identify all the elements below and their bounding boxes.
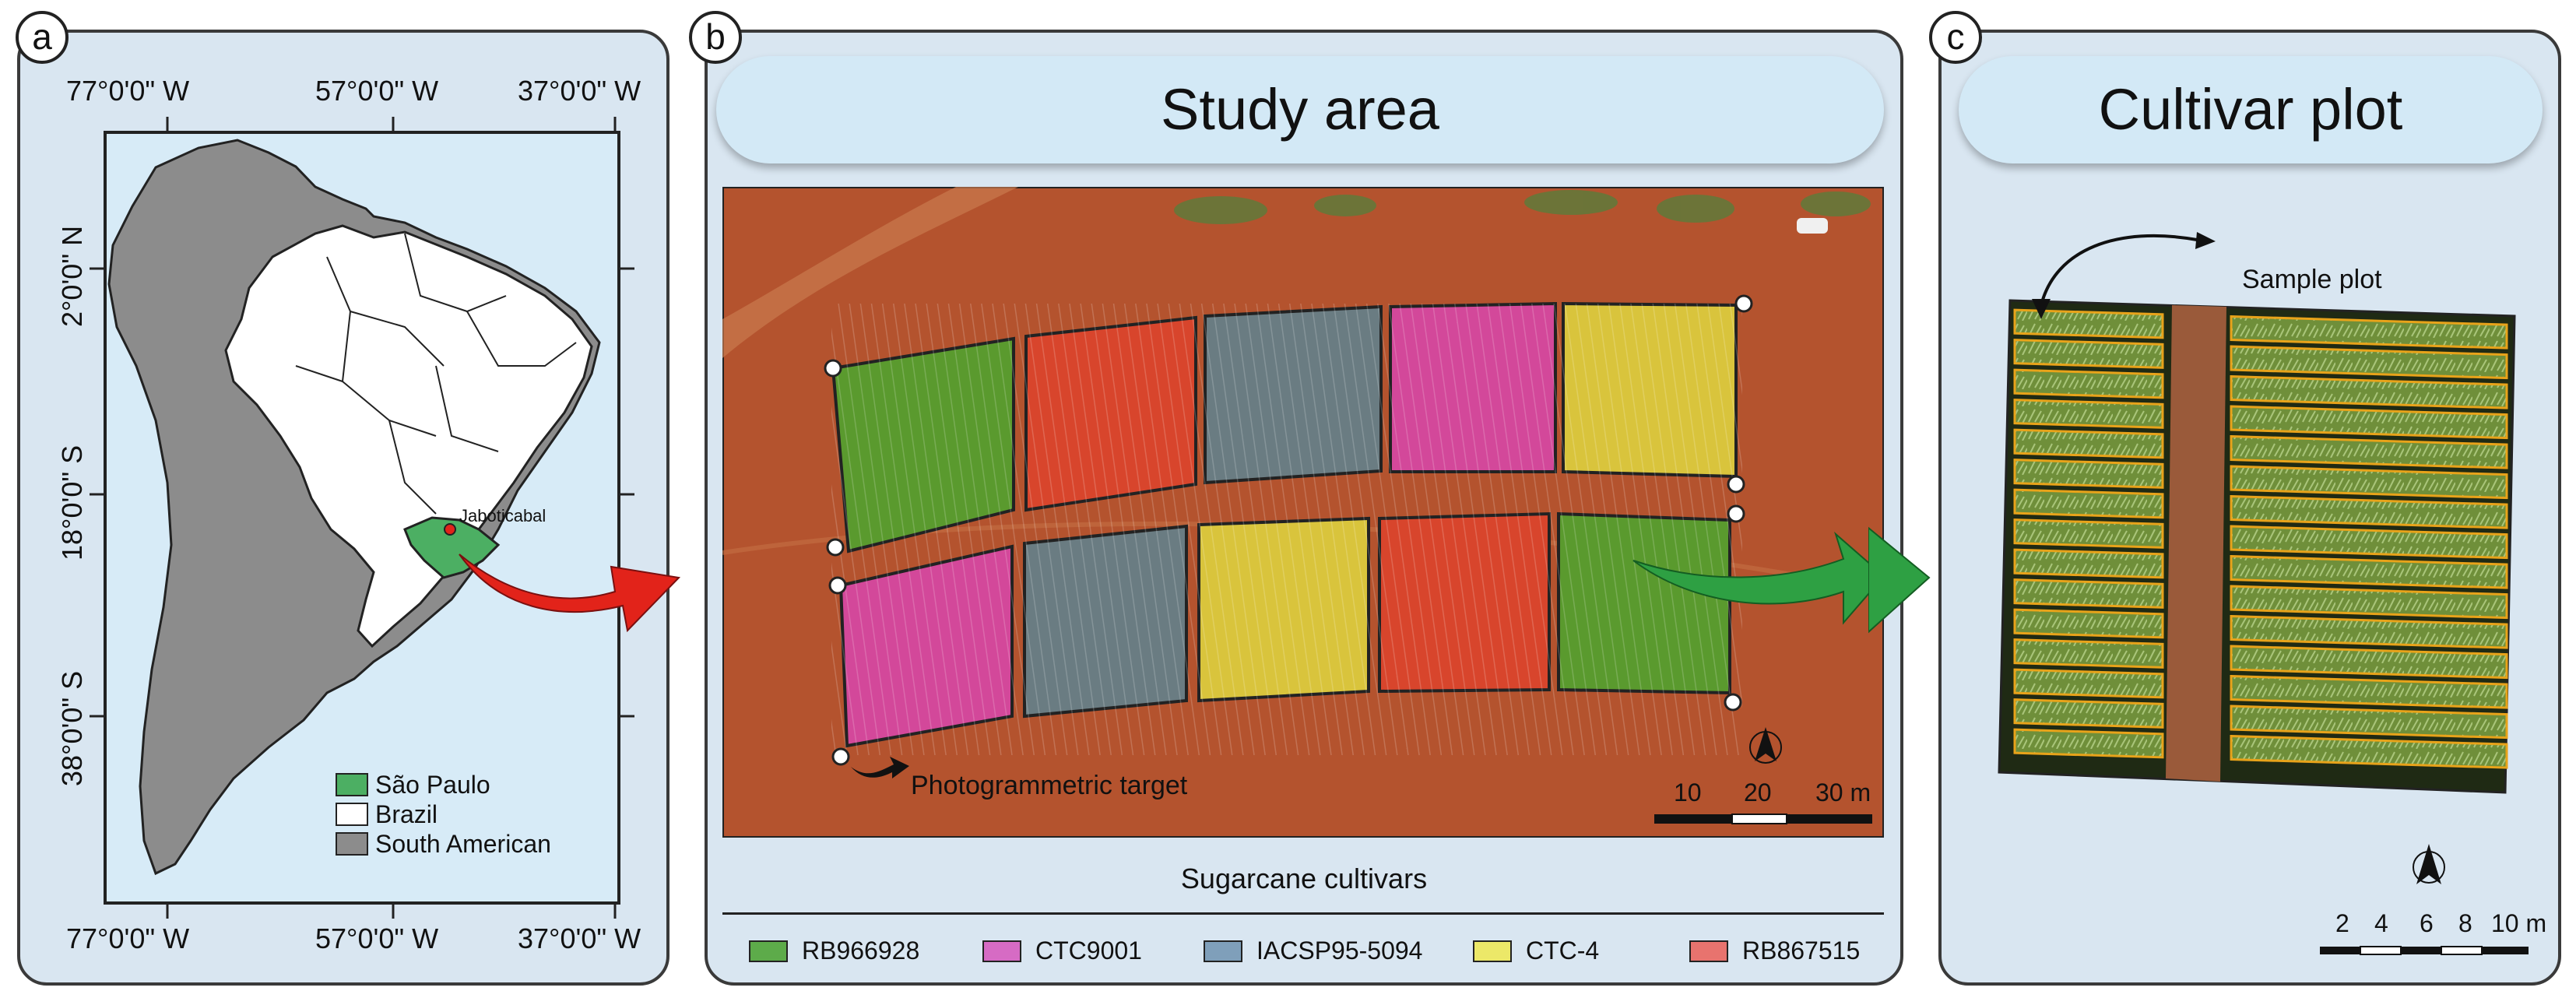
scale-c-label-1: 2 (2335, 909, 2349, 937)
scale-bar-c (2320, 946, 2529, 955)
sample-row (2230, 705, 2508, 740)
top-coord-3: 37°0'0" W (518, 75, 641, 107)
sample-row (2013, 308, 2164, 339)
legend-label-brazil: Brazil (375, 800, 438, 828)
scale-b-label-1: 10 (1674, 778, 1702, 806)
scale-bar-b (1654, 814, 1872, 824)
cultivar-item-iacsp95-5094: IACSP95-5094 (1204, 937, 1422, 965)
legend-label-south-american: South American (375, 830, 551, 858)
sample-row (2230, 345, 2508, 380)
cultivar-label: RB966928 (802, 937, 920, 965)
scale-c-label-2: 4 (2374, 909, 2388, 937)
legend-item-sao-paulo: São Paulo (375, 771, 490, 799)
scale-c-label-3: 6 (2420, 909, 2434, 937)
sample-row (2230, 315, 2508, 350)
cultivar-label: RB867515 (1742, 937, 1861, 965)
legend-item-south-american: South American (375, 830, 551, 859)
sample-rows-left (2013, 308, 2164, 759)
sample-row (2013, 728, 2164, 759)
sample-row (2230, 525, 2508, 560)
cultivar-item-ctc9001: CTC9001 (982, 937, 1142, 965)
green-arrow (1632, 531, 1884, 625)
cultivar-plot-title: Cultivar plot (1959, 56, 2543, 163)
red-arrow (459, 553, 681, 633)
cultivar-swatch (1689, 940, 1728, 962)
scale-c-label-5: 10 m (2491, 909, 2547, 937)
sample-row (2013, 548, 2164, 579)
study-area-title: Study area (716, 56, 1884, 163)
bottom-coord-2: 57°0'0" W (315, 922, 439, 954)
sample-row (2230, 494, 2508, 529)
cultivar-label: CTC9001 (1035, 937, 1142, 965)
jaboticabal-marker (444, 523, 456, 536)
cultivar-swatch (1473, 940, 1512, 962)
sample-row (2230, 585, 2508, 620)
cultivar-swatch (982, 940, 1021, 962)
sample-row (2230, 614, 2508, 649)
sample-plot-label: Sample plot (2242, 265, 2382, 294)
scale-b-label-3: 30 m (1815, 778, 1871, 806)
scale-b-label-2: 20 (1744, 778, 1772, 806)
cultivars-divider (722, 912, 1884, 915)
sample-row (2230, 465, 2508, 500)
legend-swatch-south-american (336, 832, 368, 856)
legend-item-brazil: Brazil (375, 800, 438, 829)
sample-row (2013, 668, 2164, 699)
sample-row (2013, 578, 2164, 609)
sample-row (2230, 554, 2508, 589)
sao-paulo-shape (403, 516, 501, 579)
graticule-ticks (90, 117, 634, 919)
left-coord-2: 18°0'0" S (56, 445, 88, 560)
top-coord-1: 77°0'0" W (66, 75, 190, 107)
bottom-coord-1: 77°0'0" W (66, 922, 190, 954)
sample-row (2013, 339, 2164, 369)
panel-c-letter: c (1929, 11, 1982, 64)
sample-row (2013, 488, 2164, 519)
green-arrow-head-outside (1868, 526, 1931, 634)
cultivar-swatch (1204, 940, 1242, 962)
sample-row (2013, 698, 2164, 729)
sample-row (2230, 374, 2508, 409)
sample-row (2230, 645, 2508, 680)
cultivar-swatch (749, 940, 788, 962)
bottom-coord-3: 37°0'0" W (518, 922, 641, 954)
sample-row (2013, 518, 2164, 549)
state-borders (295, 233, 577, 515)
top-coord-2: 57°0'0" W (315, 75, 439, 107)
sample-row (2230, 405, 2508, 440)
sample-row (2230, 434, 2508, 469)
sample-row (2230, 674, 2508, 709)
sample-rows-right (2230, 315, 2508, 769)
left-coord-3: 38°0'0" S (56, 670, 88, 786)
legend-label-sao-paulo: São Paulo (375, 771, 490, 799)
cultivar-item-rb966928: RB966928 (749, 937, 919, 965)
sample-row (2013, 399, 2164, 429)
photogrammetric-targets (824, 294, 1753, 766)
legend-swatch-sao-paulo (336, 773, 368, 796)
sample-row (2013, 608, 2164, 639)
sample-row (2013, 428, 2164, 459)
sample-row (2013, 368, 2164, 399)
cultivar-item-ctc-4: CTC-4 (1473, 937, 1599, 965)
cultivar-label: CTC-4 (1526, 937, 1600, 965)
aerial-image (722, 187, 1884, 838)
cultivar-item-rb867515: RB867515 (1689, 937, 1860, 965)
legend-swatch-brazil (336, 803, 368, 826)
cultivars-title: Sugarcane cultivars (1180, 863, 1428, 894)
north-arrow-icon (1749, 727, 1782, 764)
sample-row (2230, 734, 2508, 769)
panel-a-letter: a (16, 11, 69, 64)
sample-row (2013, 638, 2164, 669)
sample-row (2013, 459, 2164, 489)
north-arrow-icon-c (2413, 844, 2445, 884)
panel-b-letter: b (689, 11, 742, 64)
city-label: Jaboticabal (459, 506, 546, 525)
cultivar-plot-image (1998, 232, 2516, 794)
cultivar-label: IACSP95-5094 (1256, 937, 1423, 965)
photogrammetric-target-label: Photogrammetric target (911, 771, 1188, 800)
left-coord-1: 2°0'0" N (56, 225, 88, 327)
scale-c-label-4: 8 (2458, 909, 2472, 937)
